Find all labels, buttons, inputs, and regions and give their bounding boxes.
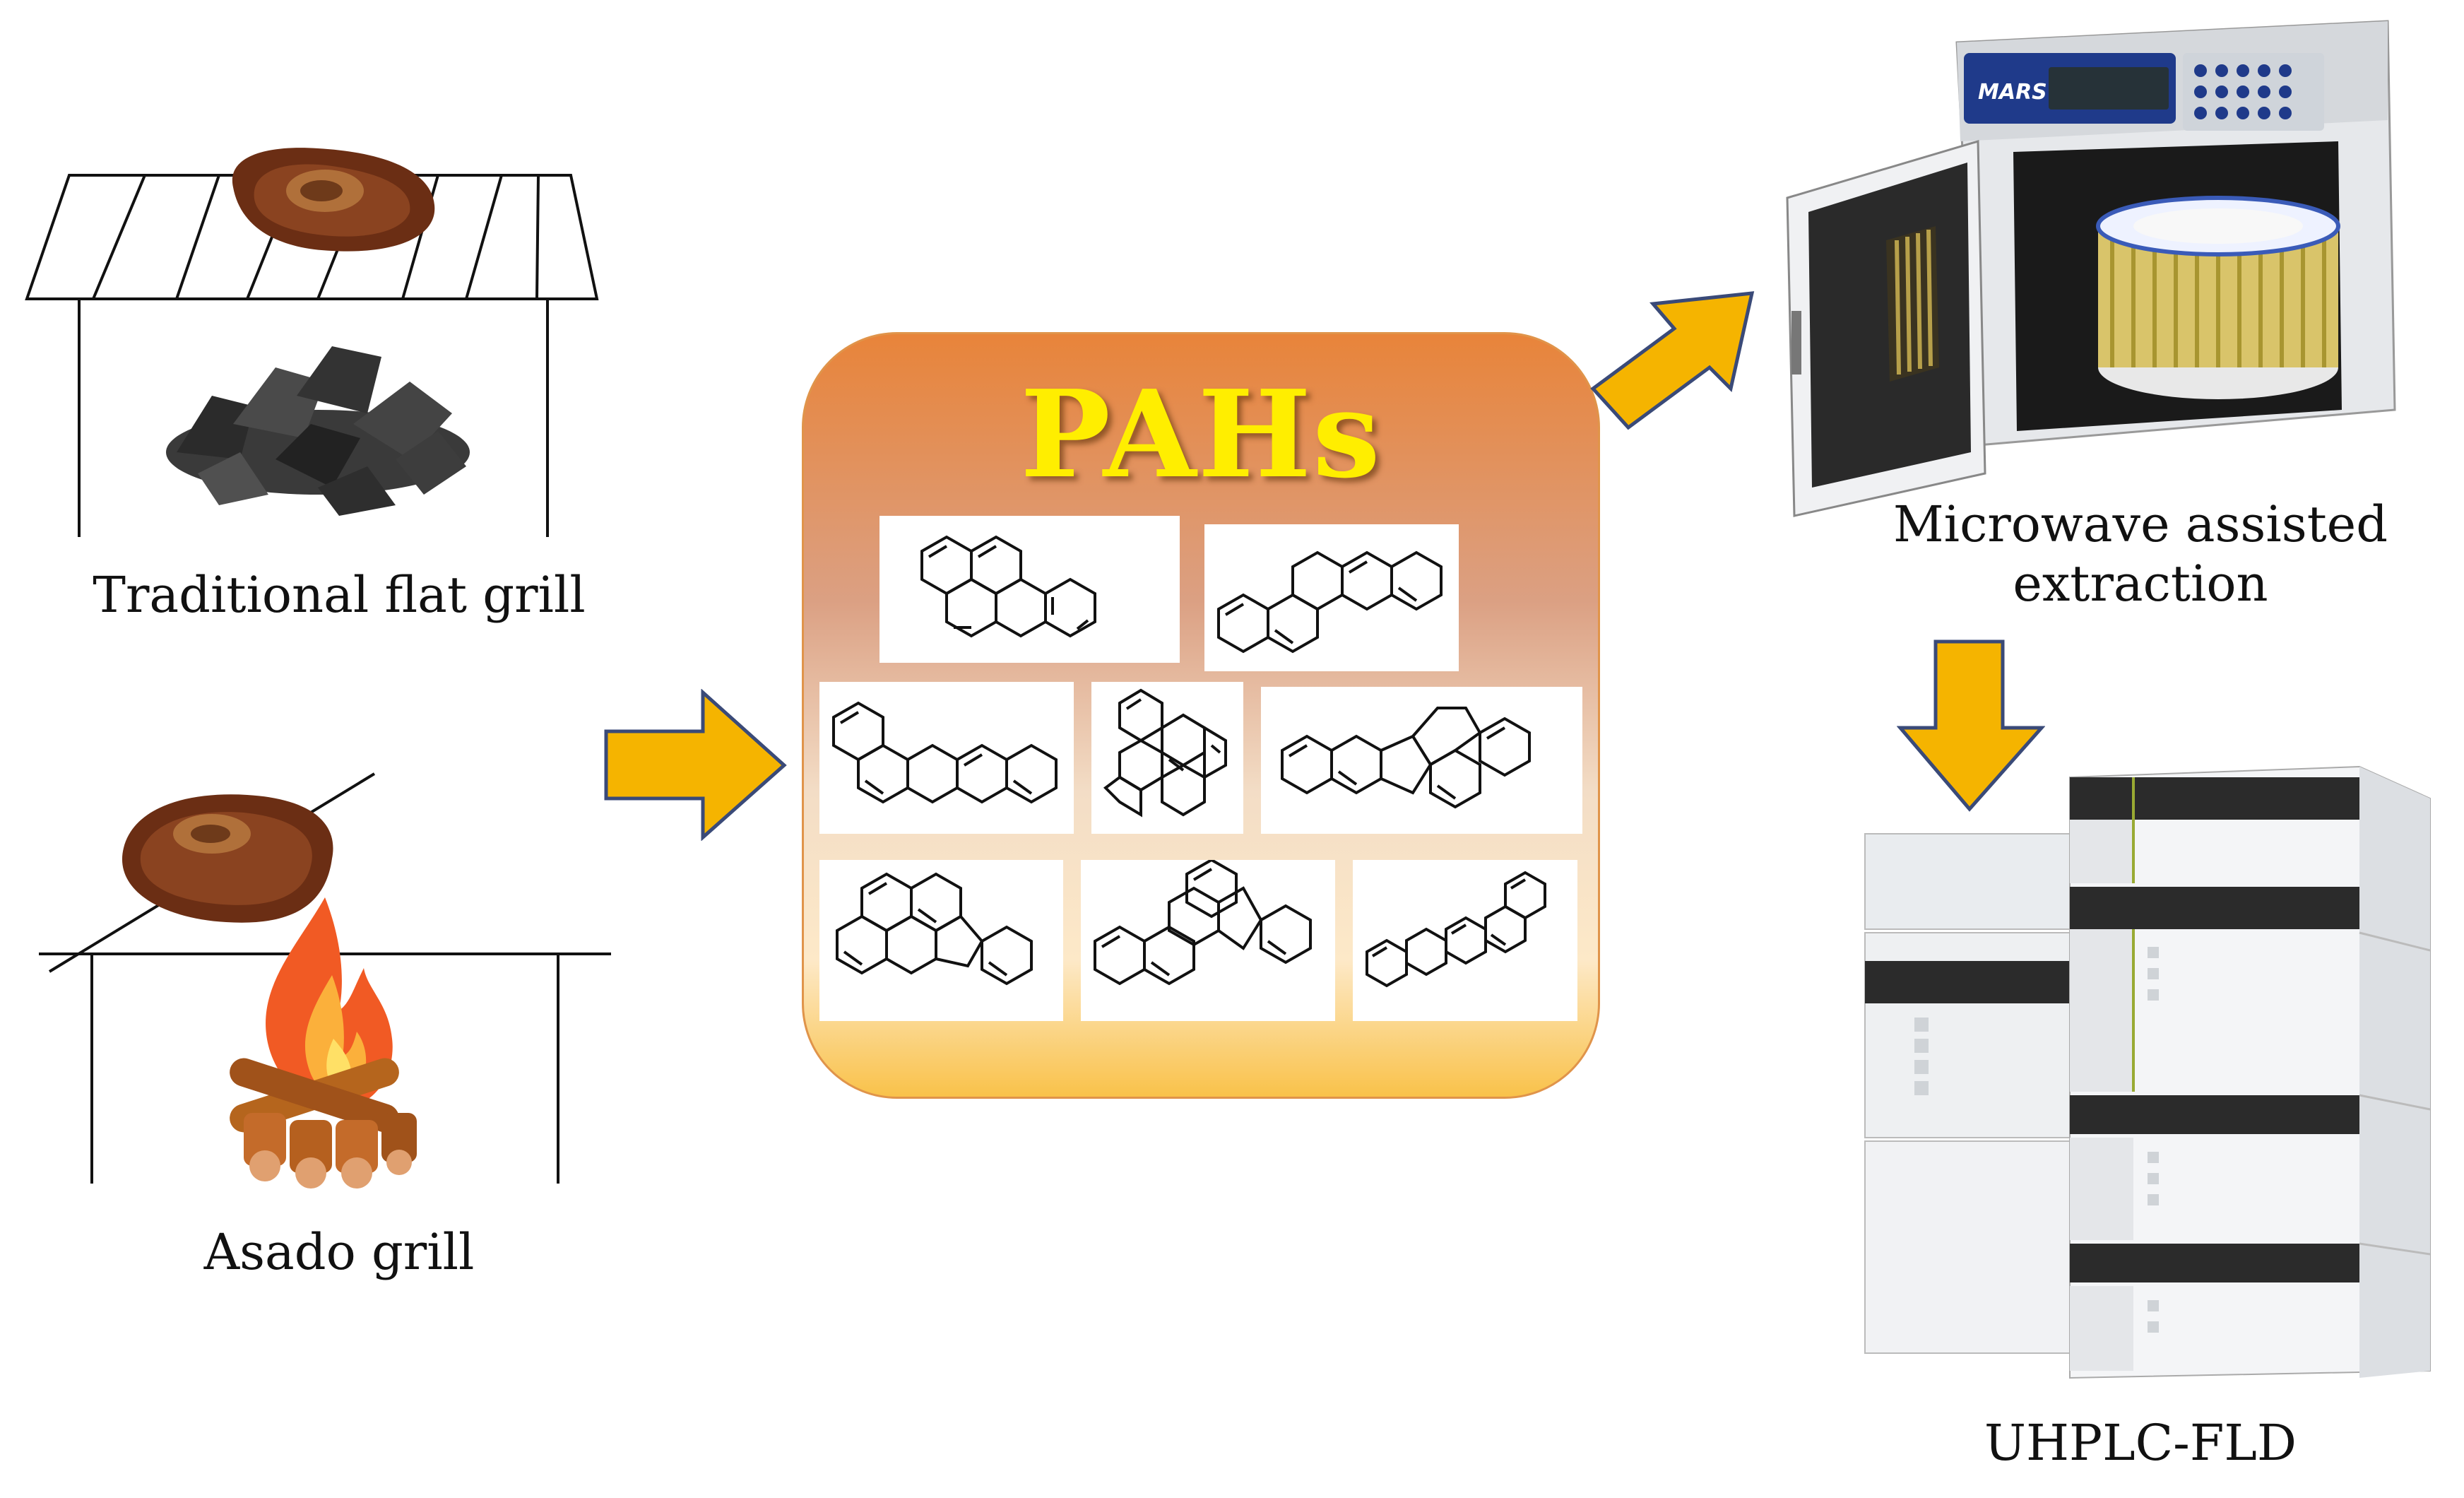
molecule-chrysene-icon bbox=[1204, 524, 1459, 671]
pahs-title: PAHs bbox=[1020, 364, 1382, 505]
flat-grill-label: Traditional flat grill bbox=[93, 566, 586, 624]
microwave-brand-text: MARS bbox=[1978, 80, 2047, 105]
molecule-indeno-pyrene-icon bbox=[819, 860, 1063, 1021]
uhplc-instrument-icon bbox=[1864, 765, 2431, 1379]
arrow-right-icon bbox=[604, 689, 787, 841]
flat-grill-illustration bbox=[25, 148, 599, 537]
arrow-down-icon bbox=[1897, 639, 2045, 812]
molecule-benzo-a-pyrene-icon bbox=[879, 516, 1180, 663]
molecule-benzo-k-fluoranthene-icon bbox=[1261, 687, 1582, 834]
meat-steak-icon bbox=[232, 148, 435, 252]
molecule-benzo-ghi-perylene-icon bbox=[1091, 682, 1243, 834]
asado-grill-illustration bbox=[39, 772, 611, 1189]
charcoal-icon bbox=[166, 346, 470, 516]
asado-grill-label: Asado grill bbox=[203, 1223, 475, 1281]
molecule-dibenz-anthracene-icon bbox=[1353, 860, 1577, 1021]
microwave-label: Microwave assisted extraction bbox=[1893, 495, 2388, 613]
skewered-meat-icon bbox=[122, 794, 333, 923]
molecule-benzo-b-fluoranthene-icon bbox=[1081, 858, 1335, 1021]
microwave-extractor-icon: MARS bbox=[1786, 20, 2396, 517]
arrow-up-right-icon bbox=[1590, 291, 1755, 430]
molecule-benz-a-anthracene-icon bbox=[819, 682, 1074, 834]
campfire-icon bbox=[230, 897, 417, 1189]
uhplc-label: UHPLC-FLD bbox=[1984, 1414, 2297, 1472]
